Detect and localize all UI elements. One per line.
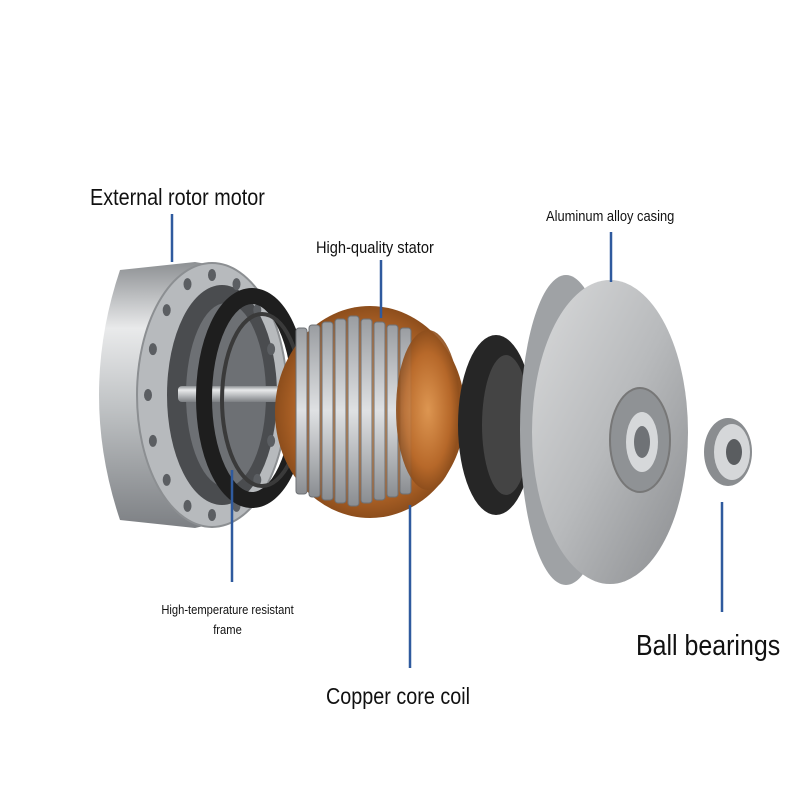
stator-tooth xyxy=(347,315,360,507)
label-ball-bearings: Ball bearings xyxy=(636,630,781,662)
label-aluminum-alloy-casing: Aluminum alloy casing xyxy=(546,208,675,225)
label-high-temperature-frame: High-temperature resistant frame xyxy=(161,602,294,637)
bolt-hole xyxy=(183,499,192,512)
stator xyxy=(275,306,465,518)
bolt-hole xyxy=(148,434,157,447)
bolt-hole xyxy=(267,343,276,356)
bolt-hole xyxy=(144,389,152,401)
label-external-rotor-motor: External rotor motor xyxy=(90,184,265,210)
leader-lines xyxy=(170,214,724,668)
ball-bearing xyxy=(704,418,752,486)
stator-tooth xyxy=(373,321,386,501)
stator-tooth xyxy=(308,324,321,498)
bolt-hole xyxy=(232,278,241,291)
bolt-hole xyxy=(162,304,171,317)
rubber-ring-inner xyxy=(482,355,530,495)
stator-tooth xyxy=(295,327,308,495)
label-copper-core-coil: Copper core coil xyxy=(326,683,471,709)
stator-tooth xyxy=(334,318,347,504)
aluminum-casing xyxy=(520,275,688,585)
bolt-hole xyxy=(183,278,192,291)
stator-tooth xyxy=(321,321,334,501)
bolt-hole xyxy=(208,269,216,281)
bolt-hole xyxy=(162,473,171,486)
bolt-hole xyxy=(267,434,276,447)
label-high-quality-stator: High-quality stator xyxy=(316,238,434,257)
bolt-hole xyxy=(208,509,216,521)
stator-laminations xyxy=(295,315,412,507)
bolt-hole xyxy=(148,343,157,356)
stator-tooth xyxy=(360,318,373,504)
